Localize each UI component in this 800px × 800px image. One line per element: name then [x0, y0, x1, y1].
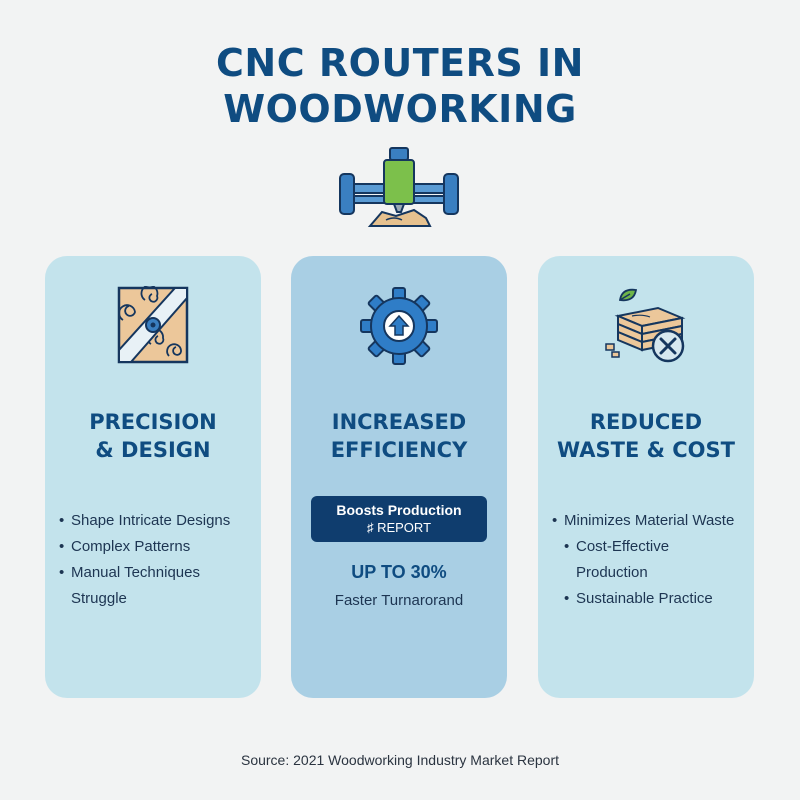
list-item: Manual Techniques — [45, 560, 261, 586]
card-title-line-2: EFFICIENCY — [330, 438, 468, 462]
source-citation: Source: 2021 Woodworking Industry Market… — [240, 752, 559, 768]
list-item: Complex Patterns — [45, 534, 261, 560]
list-item: Minimizes Material Waste — [538, 508, 754, 534]
list-item: Shape Intricate Designs — [45, 508, 261, 534]
card-increased-efficiency: INCREASED EFFICIENCY Boosts Production ♯… — [291, 256, 507, 698]
card-title-line-1: PRECISION — [89, 410, 217, 434]
list-item: Sustainable Practice — [538, 586, 754, 612]
gear-up-arrow-icon — [360, 287, 438, 365]
card-title-waste: REDUCED WASTE & COST — [538, 408, 754, 464]
stat-value: UP TO 30% — [351, 562, 447, 582]
waste-bullet-list: Minimizes Material Waste Cost-Effective … — [538, 508, 754, 612]
list-item-continuation: Production — [576, 564, 648, 581]
boosts-production-badge: Boosts Production ♯ REPORT — [311, 496, 487, 542]
badge-sublabel: ♯ REPORT — [366, 520, 432, 535]
list-item: Cost-Effective — [538, 534, 754, 560]
precision-bullet-list: Shape Intricate Designs Complex Patterns… — [45, 508, 261, 612]
title-line-1: CNC ROUTERS IN — [216, 41, 584, 85]
stat-caption: Faster Turnarorand — [334, 592, 464, 609]
carved-wood-panel-icon — [117, 286, 189, 364]
card-title-line-2: WASTE & COST — [557, 438, 735, 462]
card-title-line-1: REDUCED — [589, 410, 703, 434]
card-title-precision: PRECISION & DESIGN — [45, 408, 261, 464]
list-item-continuation: Struggle — [71, 590, 127, 607]
badge-label: Boosts Production — [336, 502, 462, 518]
card-reduced-waste-cost: REDUCED WASTE & COST Minimizes Material … — [538, 256, 754, 698]
cnc-router-icon — [339, 147, 459, 227]
card-title-efficiency: INCREASED EFFICIENCY — [291, 408, 507, 464]
wood-stack-leaf-x-icon — [605, 288, 686, 363]
card-precision-design: PRECISION & DESIGN Shape Intricate Desig… — [45, 256, 261, 698]
card-title-line-1: INCREASED — [331, 410, 467, 434]
title-line-2: WOODWORKING — [223, 87, 577, 131]
card-title-line-2: & DESIGN — [95, 438, 211, 462]
page-title: CNC ROUTERS IN WOODWORKING — [0, 40, 800, 132]
